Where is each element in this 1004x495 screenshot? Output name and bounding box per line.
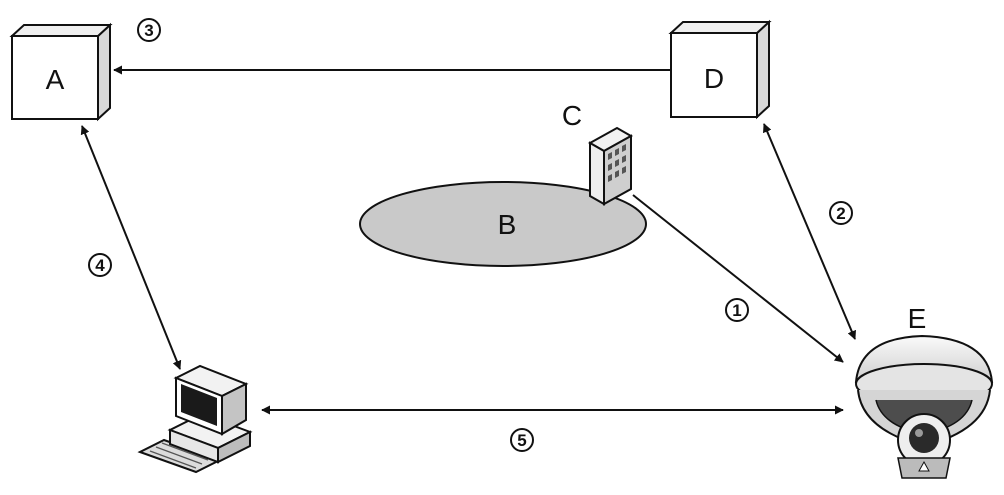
node-c-building-icon: C <box>562 100 634 206</box>
step-4-marker: 4 <box>88 253 112 277</box>
step-4-number: 4 <box>95 256 105 275</box>
step-2-number: 2 <box>836 204 845 223</box>
step-5-marker: 5 <box>510 428 534 452</box>
step-3-number: 3 <box>144 21 153 40</box>
arrow-d-camera <box>763 123 856 340</box>
step-2-marker: 2 <box>829 201 853 225</box>
computer-icon <box>137 364 253 474</box>
arrow-a-computer <box>80 125 182 370</box>
node-a-box: A <box>9 22 113 122</box>
node-e-dome-camera: E <box>854 303 994 479</box>
node-b-network: B <box>359 181 647 267</box>
node-d-label: D <box>704 63 724 94</box>
step-1-number: 1 <box>732 301 741 320</box>
node-d-box: D <box>668 19 772 120</box>
node-e-label: E <box>908 303 927 334</box>
step-1-marker: 1 <box>725 298 749 322</box>
step-3-marker: 3 <box>137 18 161 42</box>
node-a-label: A <box>46 64 65 95</box>
step-5-number: 5 <box>517 431 526 450</box>
node-b-label: B <box>498 209 517 240</box>
node-c-label: C <box>562 100 582 131</box>
arrow-building-camera <box>632 194 844 363</box>
